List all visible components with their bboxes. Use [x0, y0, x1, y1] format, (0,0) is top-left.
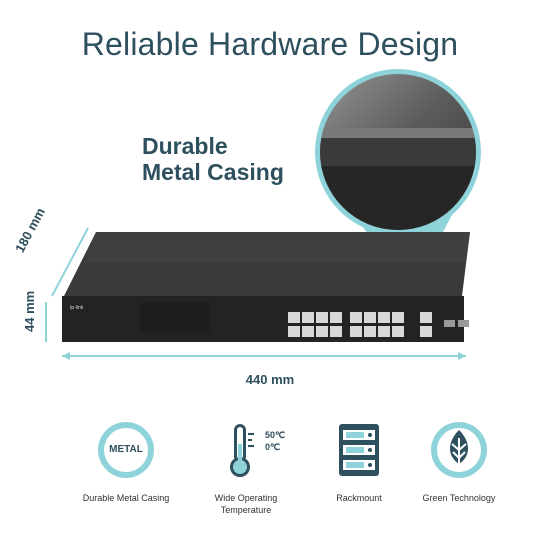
callout-line-1: Durable	[142, 133, 228, 159]
ethernet-port	[364, 312, 376, 323]
page-title: Reliable Hardware Design	[81, 26, 459, 62]
ethernet-port	[288, 326, 300, 337]
sfp-slot	[444, 320, 455, 327]
feature-label: Wide Operating Temperature	[214, 493, 278, 515]
width-label: 440 mm	[245, 372, 295, 387]
leaf-icon	[431, 422, 487, 478]
brand-logo: tp-link	[70, 305, 84, 311]
uplink-port	[420, 326, 432, 337]
ethernet-port	[378, 326, 390, 337]
ethernet-port	[350, 312, 362, 323]
depth-line	[51, 227, 89, 297]
switch-device: tp-link	[45, 227, 470, 360]
feature-label: Durable Metal Casing	[82, 493, 170, 503]
height-label: 44 mm	[22, 290, 37, 332]
ethernet-port	[302, 326, 314, 337]
sfp-slot	[458, 320, 469, 327]
magnifier-callout	[315, 69, 481, 290]
metal-badge-icon	[98, 422, 154, 478]
temp-low: 0℃	[265, 442, 281, 452]
ethernet-port	[364, 326, 376, 337]
callout-title: Durable Metal Casing	[142, 133, 284, 185]
ethernet-port	[392, 326, 404, 337]
feature-label: Green Technology	[422, 493, 496, 503]
thermometer-icon	[230, 424, 254, 477]
metal-badge-text: METAL	[109, 444, 143, 455]
ethernet-port	[330, 312, 342, 323]
ethernet-port	[302, 312, 314, 323]
ethernet-port	[330, 326, 342, 337]
ethernet-port	[392, 312, 404, 323]
ethernet-port	[378, 312, 390, 323]
ethernet-port	[288, 312, 300, 323]
temp-high: 50℃	[265, 430, 286, 440]
rackmount-icon	[339, 424, 379, 476]
feature-row: METAL Durable Metal Casing 50℃ 0℃ Wide O…	[0, 420, 540, 530]
ethernet-port	[316, 312, 328, 323]
uplink-port	[420, 312, 432, 323]
ethernet-port	[350, 326, 362, 337]
callout-line-2: Metal Casing	[142, 159, 284, 185]
ethernet-port	[316, 326, 328, 337]
feature-label: Rackmount	[336, 493, 382, 503]
